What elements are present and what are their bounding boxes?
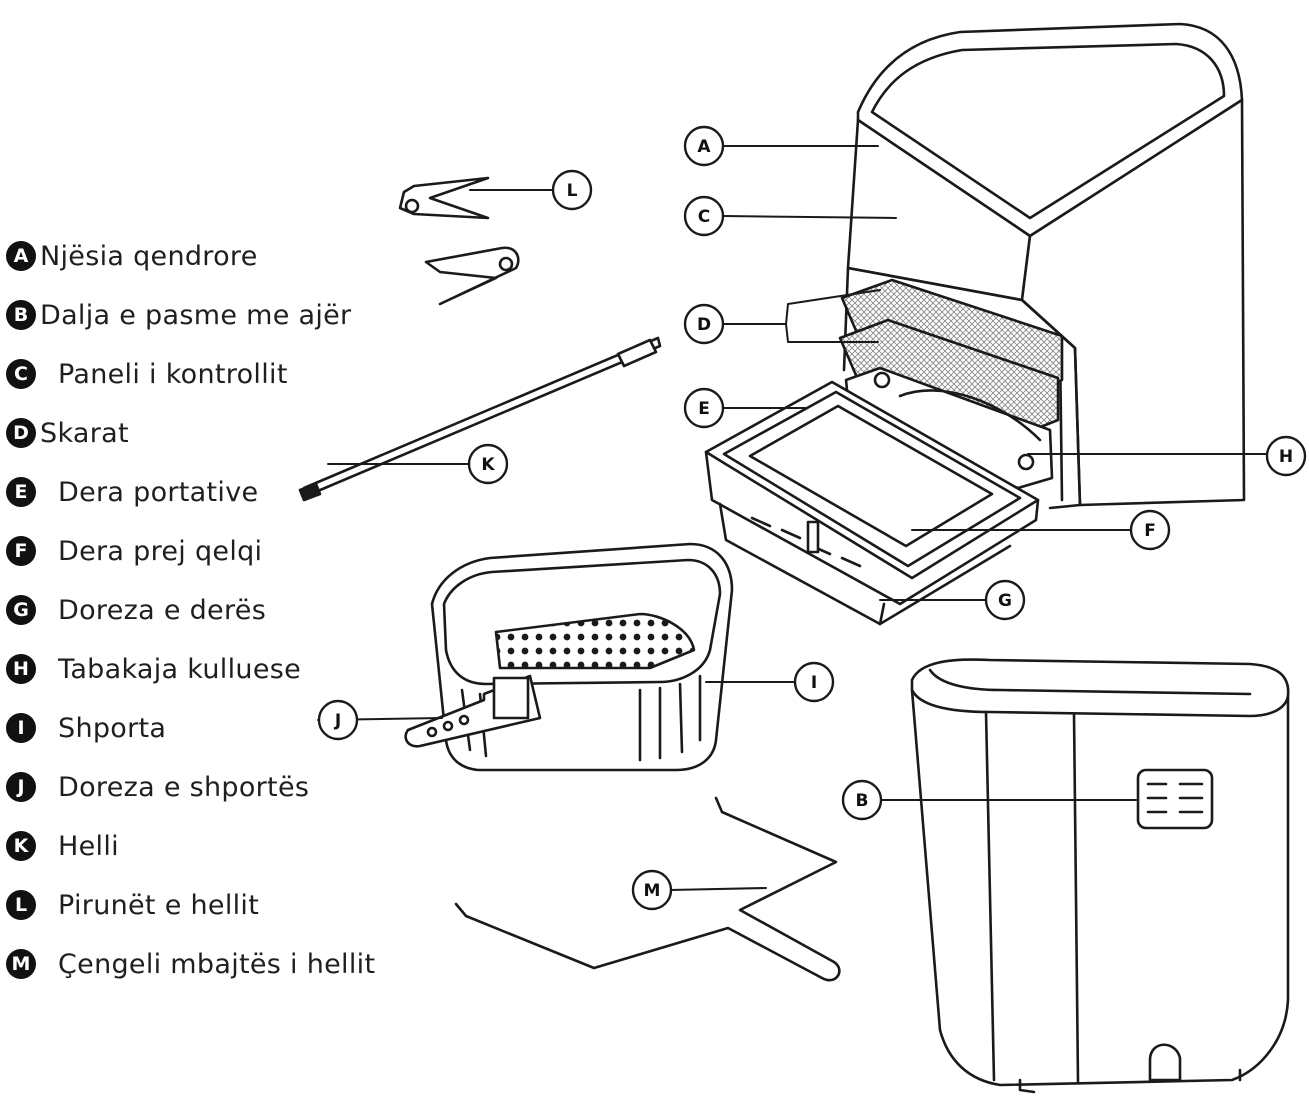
legend-item-f: F Dera prej qelqi — [6, 531, 262, 571]
legend-label-e: Dera portative — [58, 476, 259, 508]
legend-label-m: Çengeli mbajtës i hellit — [58, 948, 376, 980]
callout-g: G — [984, 579, 1026, 621]
legend-badge-g: G — [6, 595, 36, 625]
callout-k: K — [467, 443, 509, 485]
legend-badge-m: M — [6, 949, 36, 979]
air-fryer-main-unit — [838, 22, 1246, 510]
legend-item-c: C Paneli i kontrollit — [6, 354, 288, 394]
skewer-hook — [454, 796, 841, 982]
legend-item-d: D Skarat — [6, 413, 129, 453]
rotisserie-skewer — [298, 336, 662, 502]
legend-badge-c: C — [6, 359, 36, 389]
callout-b: B — [841, 779, 883, 821]
callout-g-label: G — [998, 591, 1012, 611]
callout-i: I — [793, 661, 835, 703]
callout-l: L — [551, 169, 593, 211]
legend-item-l: L Pirunët e hellit — [6, 885, 259, 925]
callout-m-label: M — [644, 881, 661, 901]
legend-label-f: Dera prej qelqi — [58, 535, 263, 567]
legend-badge-j: J — [6, 772, 36, 802]
callout-j-label: J — [334, 711, 341, 731]
callout-c-label: C — [698, 207, 710, 227]
callout-j: J — [317, 699, 359, 741]
legend-badge-e: E — [6, 477, 36, 507]
legend-label-c: Paneli i kontrollit — [58, 358, 288, 390]
callout-m: M — [631, 869, 673, 911]
callout-f: F — [1129, 509, 1171, 551]
legend-label-g: Doreza e derës — [58, 594, 267, 626]
callout-k-label: K — [481, 455, 495, 475]
legend-label-a: Njësia qendrore — [40, 240, 258, 272]
legend-badge-f: F — [6, 536, 36, 566]
callout-f-label: F — [1144, 521, 1156, 541]
legend-item-i: I Shporta — [6, 708, 166, 748]
legend-label-b: Dalja e pasme me ajër — [40, 299, 352, 331]
callout-e-label: E — [698, 399, 710, 419]
skewer-forks — [398, 176, 520, 306]
legend-item-j: J Doreza e shportës — [6, 767, 309, 807]
callouts: A C D E H F G I J K L M B — [317, 125, 1307, 911]
legend-item-m: M Çengeli mbajtës i hellit — [6, 944, 375, 984]
legend-badge-h: H — [6, 654, 36, 684]
legend-item-g: G Doreza e derës — [6, 590, 266, 630]
legend-badge-a: A — [6, 241, 36, 271]
legend-badge-b: B — [6, 300, 36, 330]
callout-h-label: H — [1279, 447, 1293, 467]
legend-item-k: K Helli — [6, 826, 119, 866]
legend-label-l: Pirunët e hellit — [58, 889, 260, 921]
callout-d-label: D — [697, 315, 711, 335]
callout-i-label: I — [811, 673, 817, 693]
callout-b-label: B — [856, 791, 869, 811]
legend-badge-k: K — [6, 831, 36, 861]
callout-c: C — [683, 195, 725, 237]
callout-a: A — [683, 125, 725, 167]
legend-item-b: B Dalja e pasme me ajër — [6, 295, 351, 335]
legend-label-h: Tabakaja kulluese — [58, 653, 302, 685]
callout-e: E — [683, 387, 725, 429]
air-fryer-rear-view — [910, 658, 1290, 1094]
callout-l-label: L — [567, 181, 578, 201]
legend-badge-l: L — [6, 890, 36, 920]
legend-badge-i: I — [6, 713, 36, 743]
callout-a-label: A — [697, 137, 711, 157]
legend-item-e: E Dera portative — [6, 472, 258, 512]
legend-label-j: Doreza e shportës — [58, 771, 310, 803]
legend-item-a: A Njësia qendrore — [6, 236, 258, 276]
fryer-basket — [404, 542, 734, 772]
legend-badge-d: D — [6, 418, 36, 448]
callout-h: H — [1265, 435, 1307, 477]
legend-item-h: H Tabakaja kulluese — [6, 649, 301, 689]
callout-leaders — [317, 145, 1269, 891]
callout-d: D — [683, 303, 725, 345]
legend-label-i: Shporta — [58, 712, 167, 744]
legend-label-d: Skarat — [40, 417, 129, 449]
legend-label-k: Helli — [58, 830, 119, 862]
